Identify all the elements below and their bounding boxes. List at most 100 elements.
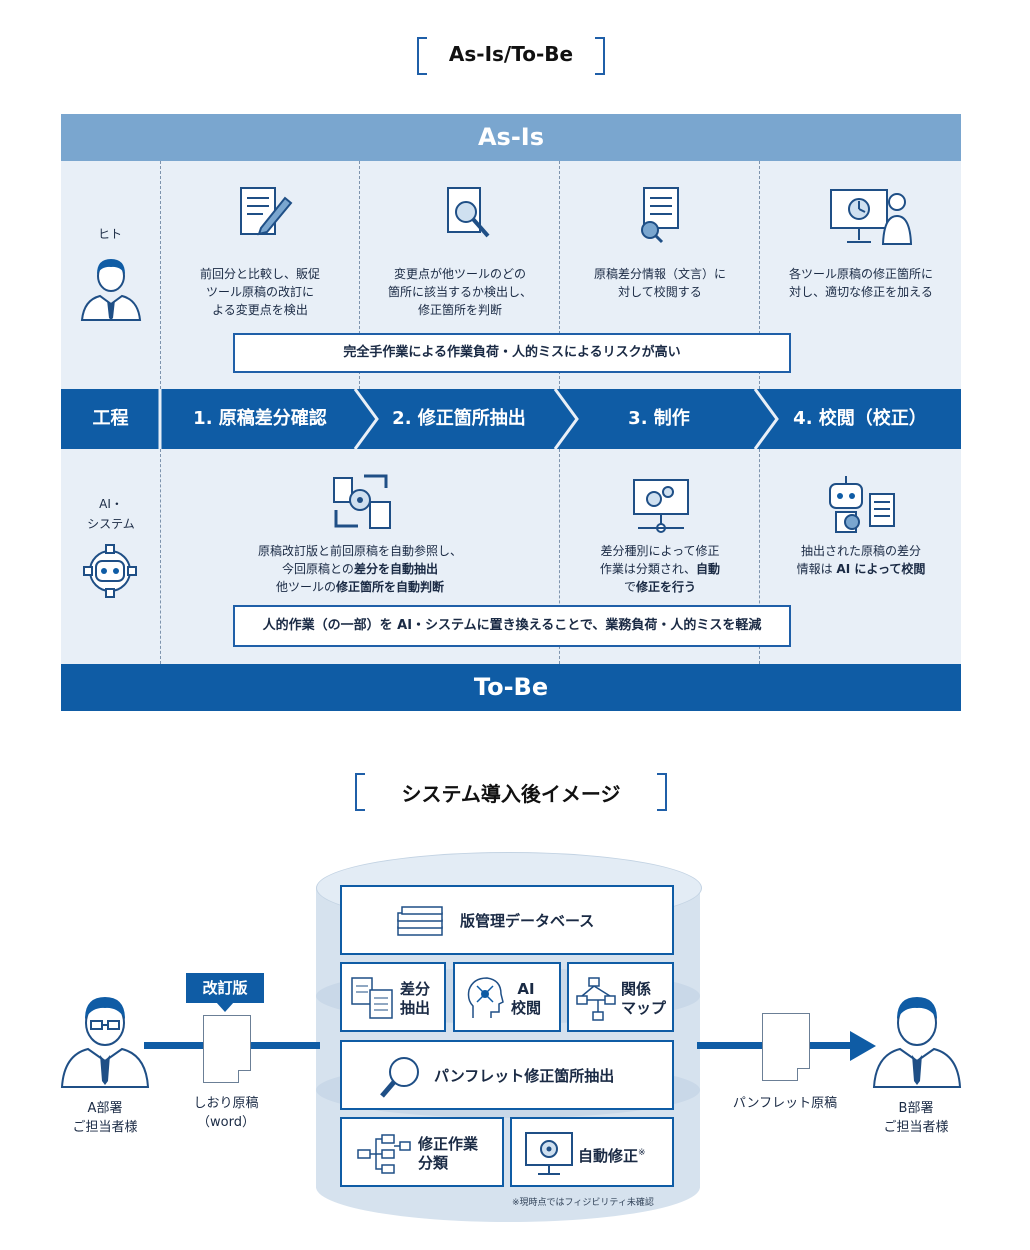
desc-line: 変更点が他ツールのどの xyxy=(393,267,526,281)
human-step-4-desc: 各ツール原稿の修正箇所に 対し、適切な修正を加える xyxy=(761,265,961,301)
label-line: しおり原稿 xyxy=(193,1096,259,1111)
chevron-right-icon xyxy=(353,389,379,449)
desc-line: 抽出された原稿の差分 xyxy=(800,544,921,558)
column-divider xyxy=(160,449,161,664)
tree-hierarchy-icon xyxy=(357,1134,411,1174)
ai-label-line: システム xyxy=(87,517,135,531)
desc-line: 他ツールの修正箇所を自動判断 xyxy=(162,578,558,596)
person-b-label: B部署 ご担当者様 xyxy=(866,1099,966,1137)
ai-review-label: AI 校閲 xyxy=(511,980,541,1018)
desc-line: 作業は分類され、自動 xyxy=(561,560,759,578)
chevron-right-icon xyxy=(753,389,779,449)
as-is-band: As-Is xyxy=(61,114,961,161)
desc-line: 原稿差分情報（文言）に xyxy=(593,267,726,281)
bracket-left xyxy=(355,773,365,811)
desc-line: ツール原稿の改訂に xyxy=(205,285,314,299)
magnifier-icon xyxy=(380,1057,419,1098)
section-title-system-image: システム導入後イメージ xyxy=(355,773,667,811)
label-line: マップ xyxy=(621,999,667,1017)
label-line: 校閲 xyxy=(511,999,542,1017)
label-line: ご担当者様 xyxy=(883,1120,949,1135)
stage-3: 3. 制作 xyxy=(628,408,690,429)
person-icon xyxy=(80,259,142,321)
desc-line: で修正を行う xyxy=(561,578,759,596)
desc-emphasis: 自動 xyxy=(696,562,721,576)
diff-extract-label: 差分 抽出 xyxy=(400,980,430,1018)
desc-text: 情報は xyxy=(796,562,837,576)
process-label: 工程 xyxy=(92,408,129,429)
pamphlet-extract-label: パンフレット修正箇所抽出 xyxy=(434,1067,615,1085)
desc-line: 各ツール原稿の修正箇所に xyxy=(788,267,933,281)
label-line: ご担当者様 xyxy=(72,1120,138,1135)
ai-step-12-desc: 原稿改訂版と前回原稿を自動参照し、 今回原稿との差分を自動抽出 他ツールの修正箇… xyxy=(162,542,558,596)
desc-text: 作業は分類され、 xyxy=(599,562,697,576)
to-be-band: To-Be xyxy=(61,664,961,711)
pamphlet-extract-box: パンフレット修正箇所抽出 xyxy=(340,1040,674,1110)
auto-fix-box: 自動修正※ xyxy=(510,1117,674,1187)
version-db-box: 版管理データベース xyxy=(340,885,674,955)
column-divider xyxy=(759,449,760,664)
human-step-2-desc: 変更点が他ツールのどの 箇所に該当するか検出し、 修正箇所を判断 xyxy=(361,265,559,319)
human-risk-note: 完全手作業による作業負荷・人的ミスによるリスクが高い xyxy=(233,333,791,373)
label-line: （word） xyxy=(197,1115,255,1130)
bracket-left xyxy=(417,37,427,75)
bracket-right xyxy=(595,37,605,75)
label-line: 抽出 xyxy=(400,999,431,1017)
label-line: A部署 xyxy=(87,1101,123,1116)
desc-line: 前回分と比較し、販促 xyxy=(199,267,320,281)
desc-line: よる変更点を検出 xyxy=(212,303,308,317)
diff-extract-box: 差分 抽出 xyxy=(340,962,446,1032)
desc-emphasis: 修正箇所を自動判断 xyxy=(336,580,445,594)
desc-line: 対し、適切な修正を加える xyxy=(789,285,933,299)
stage-4: 4. 校閲（校正） xyxy=(793,408,927,429)
stage-1: 1. 原稿差分確認 xyxy=(193,408,327,429)
chevron-right-icon xyxy=(553,389,579,449)
desc-emphasis: 差分を自動抽出 xyxy=(353,562,438,576)
person-a-label: A部署 ご担当者様 xyxy=(55,1099,155,1137)
section-title-as-is-to-be: As-Is/To-Be xyxy=(417,37,605,75)
bookmark-manuscript-label: しおり原稿 （word） xyxy=(176,1094,276,1132)
desc-line: 情報は AI によって校閲 xyxy=(761,560,961,578)
ai-row-label: AI・ システム xyxy=(78,494,144,534)
badge-pointer xyxy=(216,1002,234,1012)
ai-review-box: AI 校閲 xyxy=(453,962,561,1032)
monitor-gears-icon xyxy=(633,479,689,533)
footnote-mark: ※ xyxy=(638,1148,646,1158)
ai-label-line: AI・ xyxy=(99,497,123,511)
document-pen-icon xyxy=(240,187,293,236)
arrow-right-icon xyxy=(850,1031,876,1061)
footnote: ※現時点ではフィジビリティ未確認 xyxy=(512,1198,654,1208)
desc-text: 今回原稿との xyxy=(282,562,354,576)
column-divider xyxy=(559,449,560,664)
column-divider xyxy=(160,161,161,389)
classify-box: 修正作業 分類 xyxy=(340,1117,504,1187)
human-step-1-desc: 前回分と比較し、販促 ツール原稿の改訂に よる変更点を検出 xyxy=(162,265,358,319)
ai-step-3-desc: 差分種別によって修正 作業は分類され、自動 で修正を行う xyxy=(561,542,759,596)
column-divider xyxy=(759,161,760,389)
desc-line: 原稿改訂版と前回原稿を自動参照し、 xyxy=(257,544,462,558)
ai-brain-icon xyxy=(467,977,504,1018)
process-bar: 工程 1. 原稿差分確認 2. 修正箇所抽出 3. 制作 4. 校閲（校正） xyxy=(61,389,961,449)
desc-line: 対して校閲する xyxy=(618,285,702,299)
document-gear-cycle-icon xyxy=(333,474,391,529)
desc-text: 他ツールの xyxy=(275,580,336,594)
human-row-label: ヒト xyxy=(97,227,122,241)
ai-step-4-desc: 抽出された原稿の差分 情報は AI によって校閲 xyxy=(761,542,961,578)
ai-benefit-note: 人的作業（の一部）を AI・システムに置き換えることで、業務負荷・人的ミスを軽減 xyxy=(233,605,791,647)
document-magnifier-icon xyxy=(641,187,679,244)
section-title-text: As-Is/To-Be xyxy=(448,42,574,66)
stacked-papers-icon xyxy=(397,906,443,936)
label-line: 関係 xyxy=(621,980,652,998)
label-line: B部署 xyxy=(898,1101,934,1116)
to-be-label: To-Be xyxy=(473,673,549,701)
label-line: 修正作業 xyxy=(418,1135,479,1153)
desc-emphasis: 修正を行う xyxy=(636,580,697,594)
label-line: 分類 xyxy=(418,1154,449,1172)
revision-badge: 改訂版 xyxy=(186,973,264,1003)
pamphlet-manuscript-doc xyxy=(762,1013,810,1081)
person-glasses-icon xyxy=(60,997,150,1088)
human-step-3-desc: 原稿差分情報（文言）に 対して校閲する xyxy=(561,265,759,301)
version-db-label: 版管理データベース xyxy=(460,912,595,930)
desc-line: 修正箇所を判断 xyxy=(417,303,502,317)
robot-document-icon xyxy=(829,476,895,533)
